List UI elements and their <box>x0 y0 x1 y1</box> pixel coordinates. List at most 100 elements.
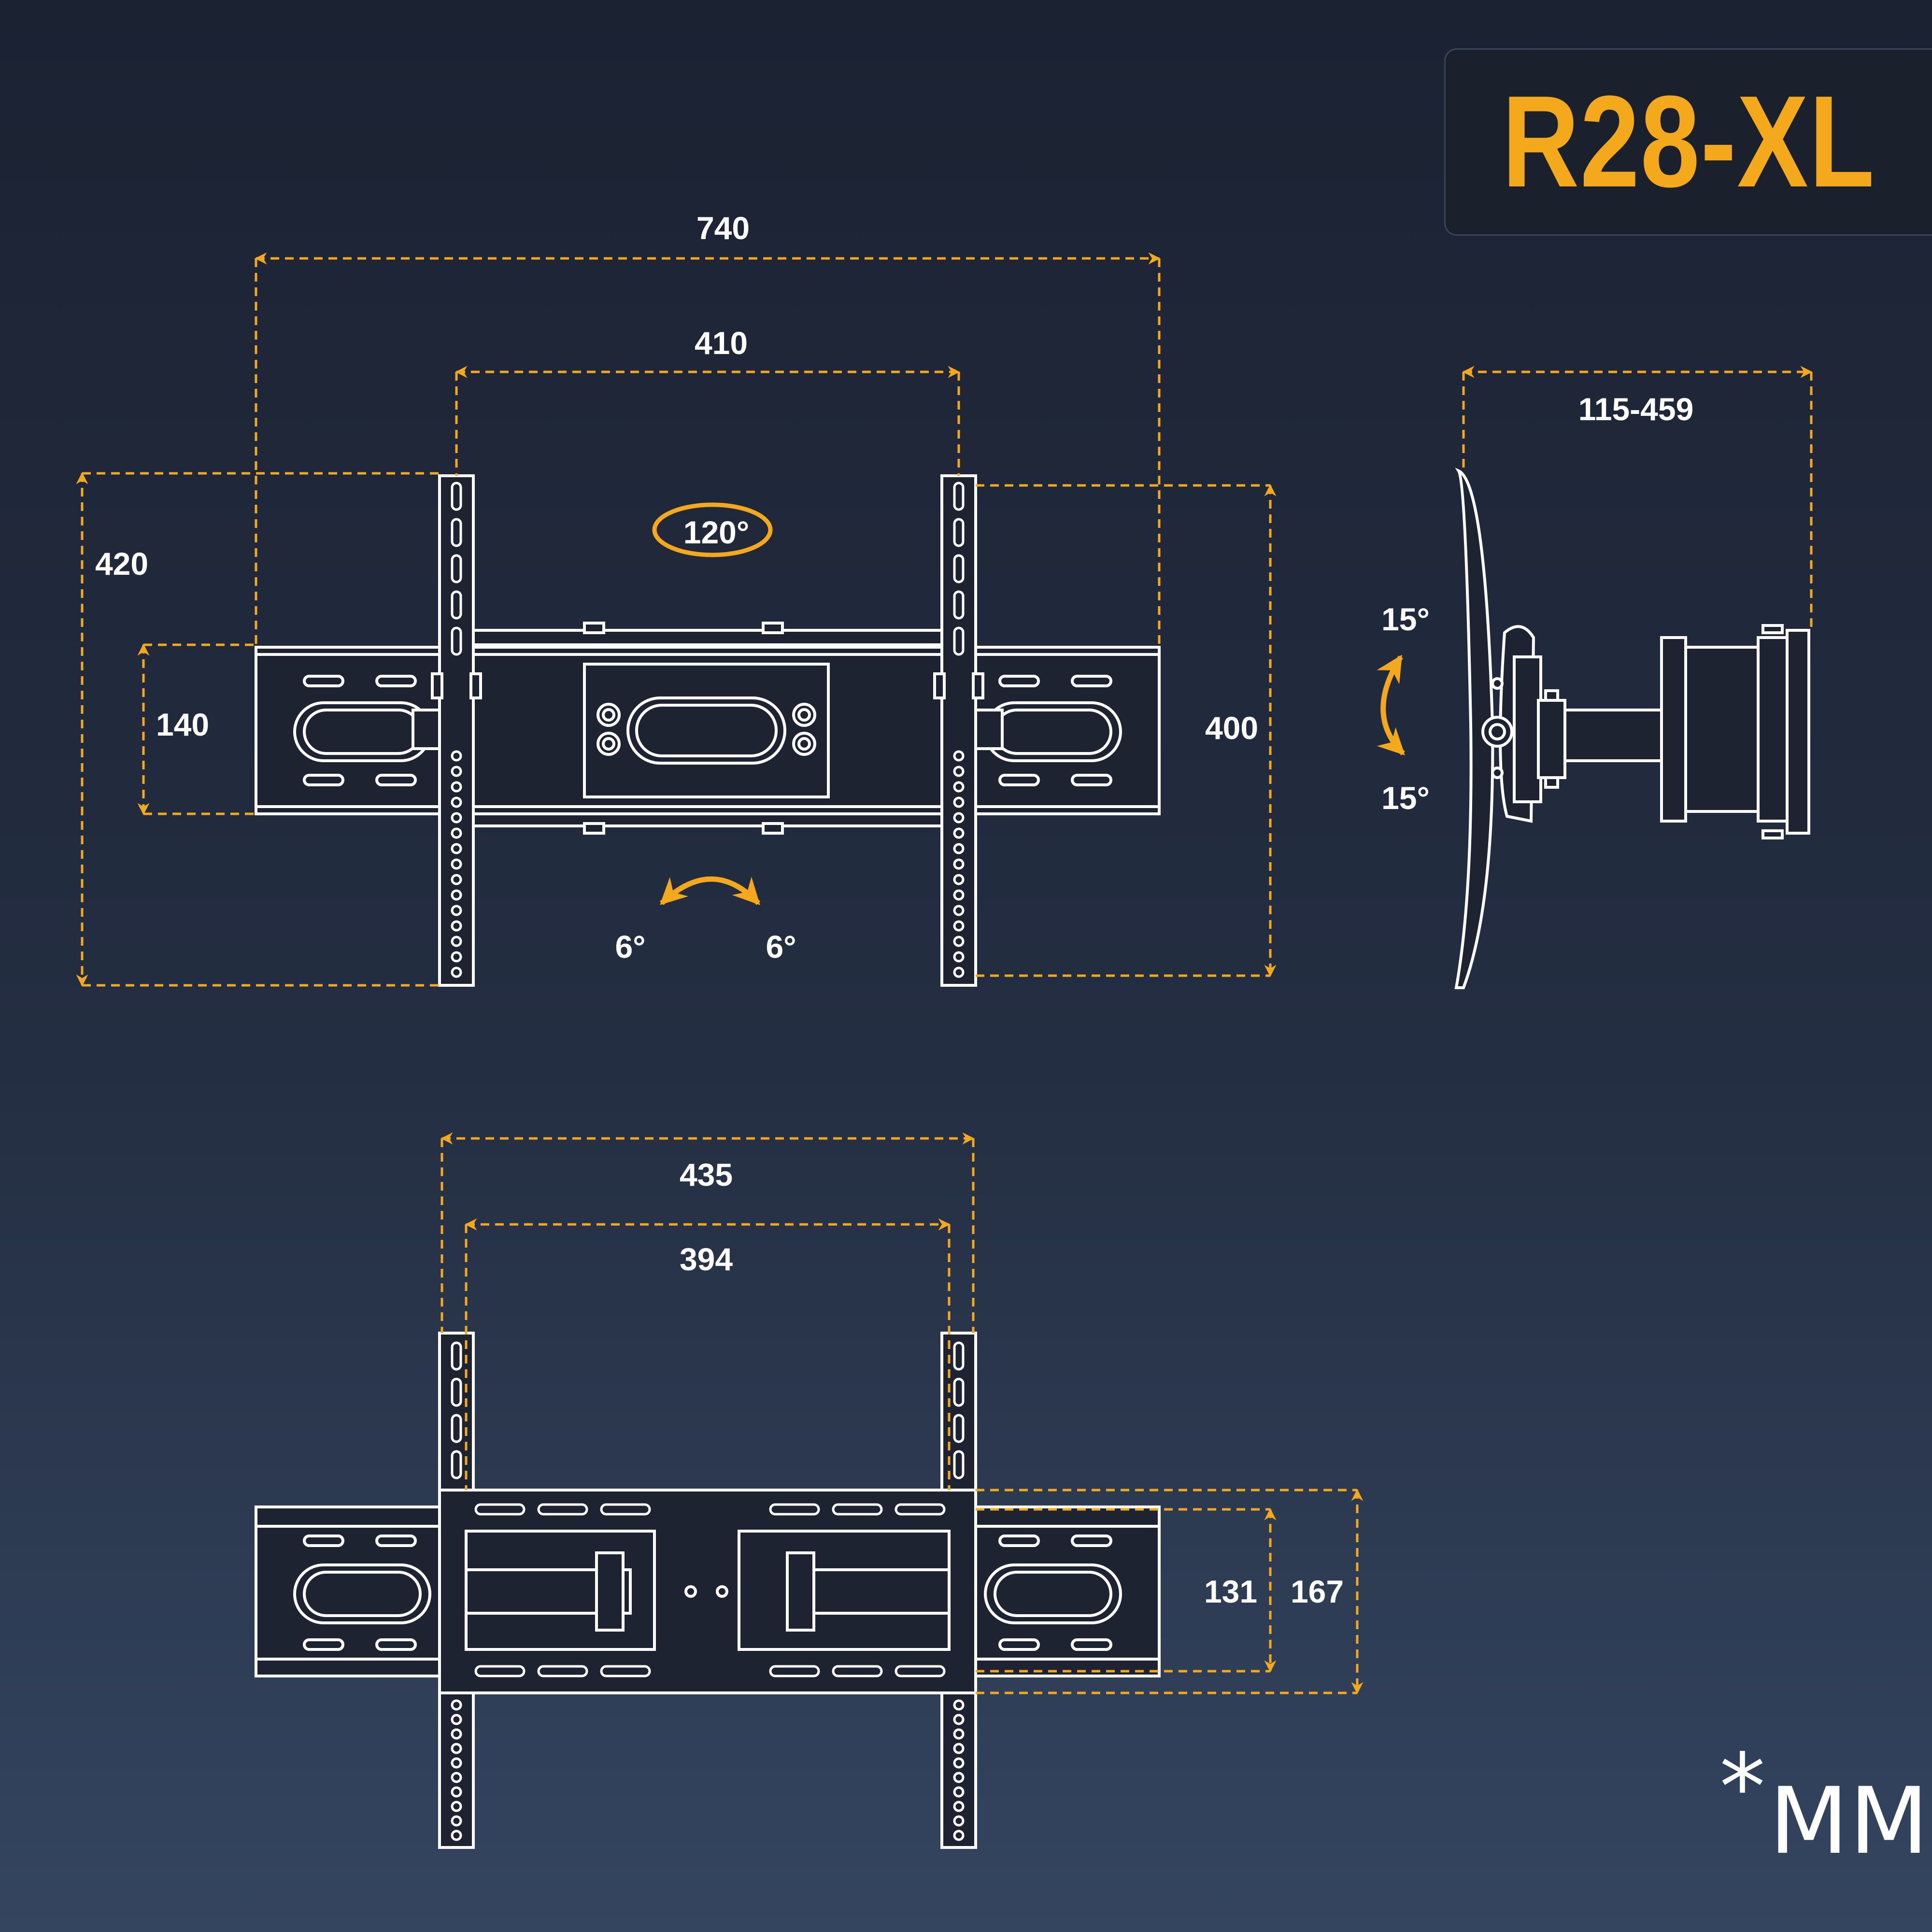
rail-hole <box>953 889 965 901</box>
swivel-angle: 120° <box>683 514 750 550</box>
block-slot <box>895 1503 946 1516</box>
rail-hole <box>953 1743 965 1754</box>
block-slot <box>832 1503 883 1516</box>
front-rail-holes <box>451 482 965 978</box>
rail-hole <box>451 1786 462 1798</box>
rail-slot <box>953 482 965 511</box>
rail-hole <box>953 1714 965 1725</box>
unit-label: MM <box>1769 1768 1930 1875</box>
rail-hole <box>451 966 462 978</box>
dim-plate-height: 420 <box>95 546 148 582</box>
rail-hole <box>451 951 462 963</box>
rail-hole <box>451 874 462 885</box>
block-slot <box>537 1665 588 1677</box>
rail-hole <box>451 1815 462 1827</box>
rail-slot <box>451 1378 462 1407</box>
bottom-view <box>255 1332 1161 1849</box>
dim-arm-height: 140 <box>156 707 209 742</box>
rail-slot <box>451 590 462 620</box>
swivel-arrow-icon <box>652 502 773 557</box>
rail-hole <box>953 951 965 963</box>
bottom-slots <box>451 1341 965 1841</box>
front-view <box>255 474 1161 987</box>
unit-star: * <box>1719 1734 1766 1841</box>
rail-hole <box>953 827 965 839</box>
rail-slot <box>451 1341 462 1371</box>
rail-hole <box>451 766 462 777</box>
rail-hole <box>451 1830 462 1841</box>
rail-hole <box>451 1801 462 1812</box>
rail-hole <box>953 781 965 793</box>
rail-hole <box>451 796 462 808</box>
rail-hole <box>953 796 965 808</box>
model-badge: R28-XL <box>1444 48 1932 236</box>
rail-hole <box>451 905 462 916</box>
rail-hole <box>451 1743 462 1754</box>
rail-hole <box>451 1772 462 1783</box>
rail-hole <box>953 812 965 824</box>
right-vertical-rail <box>940 474 977 987</box>
rail-hole <box>953 1728 965 1740</box>
rail-slot <box>451 482 462 511</box>
unit-note: *MM <box>1719 1734 1930 1875</box>
rail-slot <box>953 1450 965 1479</box>
block-slot <box>600 1503 651 1516</box>
left-vertical-rail <box>438 474 475 987</box>
side-view <box>1454 468 1810 989</box>
side-extension-arm <box>1563 709 1663 762</box>
rail-hole <box>451 1728 462 1740</box>
rail-hole <box>451 936 462 947</box>
model-name: R28-XL <box>1502 69 1875 214</box>
rail-slot <box>451 554 462 583</box>
rail-slot <box>451 1414 462 1443</box>
rail-hole <box>451 750 462 762</box>
level-arrow-icon <box>660 876 760 905</box>
rail-hole <box>451 858 462 870</box>
rail-slot <box>953 554 965 583</box>
rail-hole <box>953 1801 965 1812</box>
rail-hole <box>953 766 965 777</box>
rail-hole <box>953 966 965 978</box>
tilt-arrow-icon <box>1377 654 1405 755</box>
dim-rail-height: 400 <box>1205 710 1258 746</box>
bottom-dimension-lines <box>440 1132 1364 1694</box>
block-slot <box>474 1665 526 1677</box>
rail-hole <box>953 874 965 885</box>
rail-slot <box>953 1378 965 1407</box>
side-tv-plate <box>1454 468 1494 989</box>
rail-slot <box>953 590 965 620</box>
rail-slot <box>451 1450 462 1479</box>
dim-inner-width: 394 <box>680 1241 733 1277</box>
rail-slot <box>953 1341 965 1371</box>
dim-overall-width: 740 <box>696 210 750 246</box>
dim-vesa-width: 410 <box>695 325 748 361</box>
rail-hole <box>451 827 462 839</box>
rail-hole <box>451 1714 462 1725</box>
rail-hole <box>953 920 965 932</box>
rail-hole <box>953 1699 965 1711</box>
rail-hole <box>953 1757 965 1769</box>
rail-hole <box>953 905 965 916</box>
side-dimension-lines <box>1462 366 1813 630</box>
rail-hole <box>451 781 462 793</box>
block-slot <box>600 1665 651 1677</box>
level-angle-right: 6° <box>766 929 796 965</box>
rail-hole <box>451 920 462 932</box>
rail-hole <box>953 1815 965 1827</box>
block-slot <box>537 1503 588 1516</box>
rail-hole <box>953 936 965 947</box>
dim-inner-height: 131 <box>1204 1574 1257 1609</box>
rail-hole <box>953 1830 965 1841</box>
dim-outer-height: 167 <box>1291 1574 1344 1609</box>
rail-hole <box>451 843 462 854</box>
rail-slot <box>451 518 462 547</box>
block-slot <box>832 1665 883 1677</box>
rail-hole <box>953 1772 965 1783</box>
rail-slot <box>953 1414 965 1443</box>
block-slot <box>895 1665 946 1677</box>
rail-slot <box>451 626 462 656</box>
tilt-angle-down: 15° <box>1381 780 1430 816</box>
dim-outer-width: 435 <box>680 1157 733 1193</box>
block-slot <box>769 1503 820 1516</box>
